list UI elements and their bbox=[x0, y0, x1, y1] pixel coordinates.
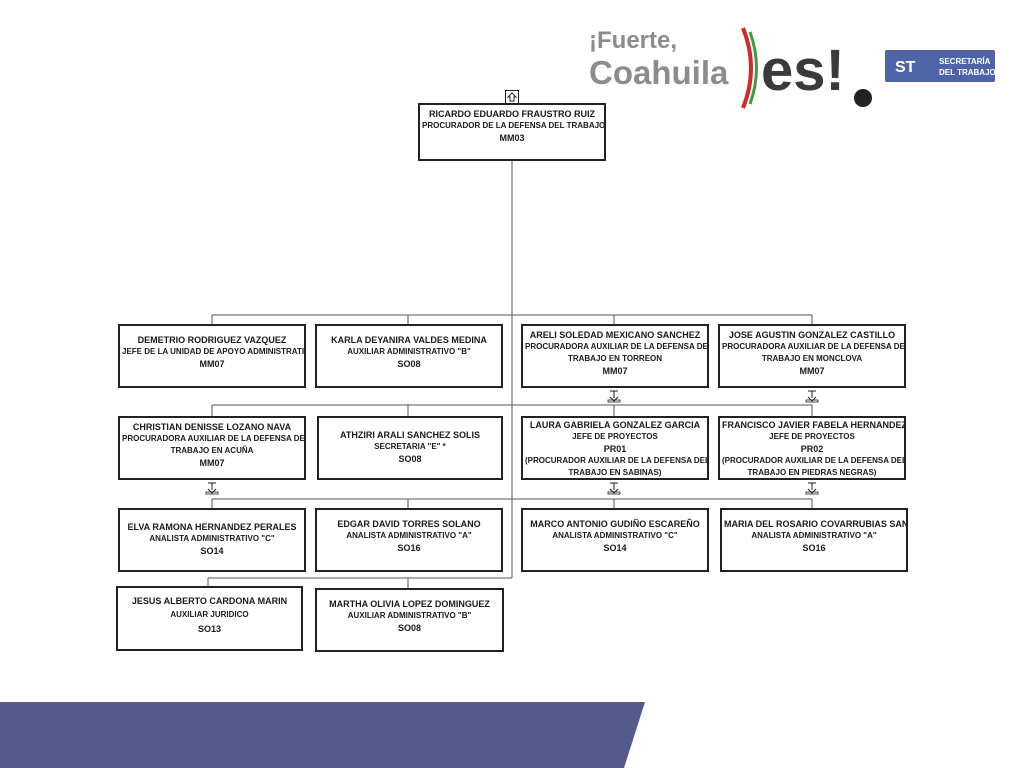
node-position: ANALISTA ADMINISTRATIVO "C" bbox=[552, 531, 678, 540]
logo-slogan-line1: ¡Fuerte, bbox=[589, 27, 677, 54]
org-node-row1-2[interactable]: KARLA DEYANIRA VALDES MEDINA AUXILIAR AD… bbox=[315, 324, 503, 388]
node-name: JOSE AGUSTIN GONZALEZ CASTILLO bbox=[728, 330, 896, 340]
node-code: MM07 bbox=[799, 366, 825, 376]
coahuila-logo: ¡Fuerte, Coahuila es! ST SECRETARÍA DEL … bbox=[589, 27, 996, 109]
node-position: ANALISTA ADMINISTRATIVO "A" bbox=[346, 531, 472, 540]
st-badge-line2: DEL TRABAJO bbox=[939, 68, 996, 77]
node-position: PROCURADORA AUXILIAR DE LA DEFENSA DEL bbox=[122, 434, 306, 443]
org-node-row3-3[interactable]: MARCO ANTONIO GUDIÑO ESCAREÑO ANALISTA A… bbox=[521, 508, 709, 572]
node-code: SO08 bbox=[397, 359, 421, 369]
node-position: AUXILIAR JURIDICO bbox=[170, 610, 249, 619]
org-node-row2-4[interactable]: FRANCISCO JAVIER FABELA HERNANDEZ JEFE D… bbox=[718, 416, 906, 480]
logo-slogan-line2: Coahuila bbox=[589, 54, 729, 91]
collapse-arrow-up-icon[interactable] bbox=[505, 90, 519, 104]
node-name: ATHZIRI ARALI SANCHEZ SOLIS bbox=[340, 430, 480, 440]
node-code: SO08 bbox=[397, 623, 421, 633]
node-name: EDGAR DAVID TORRES SOLANO bbox=[337, 519, 481, 529]
node-name: LAURA GABRIELA GONZALEZ GARCIA bbox=[529, 420, 701, 430]
node-note-cont: TRABAJO EN SABINAS) bbox=[568, 468, 662, 477]
org-node-row2-2[interactable]: ATHZIRI ARALI SANCHEZ SOLIS SECRETARIA "… bbox=[317, 416, 503, 480]
node-name: CHRISTIAN DENISSE LOZANO NAVA bbox=[132, 422, 292, 432]
node-code: MM03 bbox=[499, 133, 525, 143]
expand-arrow-down-icon[interactable] bbox=[205, 481, 219, 495]
node-code: SO08 bbox=[398, 454, 422, 464]
node-code: SO16 bbox=[802, 543, 826, 553]
node-name: DEMETRIO RODRIGUEZ VAZQUEZ bbox=[137, 335, 287, 345]
node-position: JEFE DE PROYECTOS bbox=[769, 432, 855, 441]
node-position: JEFE DE LA UNIDAD DE APOYO ADMINISTRATIV… bbox=[122, 347, 306, 356]
node-name: ARELI SOLEDAD MEXICANO SANCHEZ bbox=[529, 330, 701, 340]
node-code: MM07 bbox=[602, 366, 628, 376]
node-position: PROCURADOR DE LA DEFENSA DEL TRABAJO bbox=[422, 121, 606, 130]
node-code: PR02 bbox=[800, 444, 824, 454]
node-name: KARLA DEYANIRA VALDES MEDINA bbox=[331, 335, 487, 345]
node-code: SO14 bbox=[603, 543, 627, 553]
st-badge-line1: SECRETARÍA bbox=[939, 57, 991, 66]
node-note: (PROCURADOR AUXILIAR DE LA DEFENSA DEL bbox=[722, 456, 906, 465]
logo-red-swoosh bbox=[741, 27, 753, 109]
org-node-root[interactable]: RICARDO EDUARDO FRAUSTRO RUIZ PROCURADOR… bbox=[418, 103, 606, 161]
logo-ball-icon bbox=[854, 89, 872, 107]
org-node-row1-3[interactable]: ARELI SOLEDAD MEXICANO SANCHEZ PROCURADO… bbox=[521, 324, 709, 388]
node-position: PROCURADORA AUXILIAR DE LA DEFENSA DEL bbox=[525, 342, 709, 351]
org-node-row1-4[interactable]: JOSE AGUSTIN GONZALEZ CASTILLO PROCURADO… bbox=[718, 324, 906, 388]
org-node-row2-1[interactable]: CHRISTIAN DENISSE LOZANO NAVA PROCURADOR… bbox=[118, 416, 306, 480]
node-position: ANALISTA ADMINISTRATIVO "A" bbox=[751, 531, 877, 540]
node-position: AUXILIAR ADMINISTRATIVO "B" bbox=[347, 611, 472, 620]
st-badge-code: ST bbox=[895, 59, 916, 76]
org-node-row4-2[interactable]: MARTHA OLIVIA LOPEZ DOMINGUEZ AUXILIAR A… bbox=[315, 588, 504, 652]
footer-band bbox=[0, 702, 645, 768]
node-position-cont: TRABAJO EN ACUÑA bbox=[170, 446, 254, 455]
node-name: MARCO ANTONIO GUDIÑO ESCAREÑO bbox=[530, 519, 700, 529]
logo-green-swoosh bbox=[748, 31, 758, 105]
node-code: PR01 bbox=[603, 444, 627, 454]
expand-arrow-down-icon[interactable] bbox=[607, 481, 621, 495]
node-code: MM07 bbox=[199, 359, 225, 369]
node-code: SO13 bbox=[197, 624, 221, 634]
node-name: MARIA DEL ROSARIO COVARRUBIAS SANCHEZ bbox=[724, 519, 908, 529]
node-note: (PROCURADOR AUXILIAR DE LA DEFENSA DEL bbox=[525, 456, 709, 465]
node-position: JEFE DE PROYECTOS bbox=[572, 432, 658, 441]
org-node-row3-4[interactable]: MARIA DEL ROSARIO COVARRUBIAS SANCHEZ AN… bbox=[720, 508, 908, 572]
node-position: ANALISTA ADMINISTRATIVO "C" bbox=[149, 534, 275, 543]
node-position-cont: TRABAJO EN MONCLOVA bbox=[761, 354, 863, 363]
node-name: JESUS ALBERTO CARDONA MARIN bbox=[131, 596, 288, 606]
node-note-cont: TRABAJO EN PIEDRAS NEGRAS) bbox=[747, 468, 877, 477]
node-position: AUXILIAR ADMINISTRATIVO "B" bbox=[347, 347, 471, 356]
node-code: SO14 bbox=[200, 546, 224, 556]
node-position-cont: TRABAJO EN TORREON bbox=[567, 354, 663, 363]
st-badge bbox=[885, 50, 995, 82]
node-code: MM07 bbox=[199, 458, 225, 468]
logo-es-text: es! bbox=[761, 38, 845, 103]
node-position: SECRETARIA "E" * bbox=[374, 442, 446, 451]
expand-arrow-down-icon[interactable] bbox=[805, 481, 819, 495]
node-position: PROCURADORA AUXILIAR DE LA DEFENSA DEL bbox=[722, 342, 906, 351]
org-node-row4-1[interactable]: JESUS ALBERTO CARDONA MARIN AUXILIAR JUR… bbox=[116, 586, 303, 651]
org-node-row2-3[interactable]: LAURA GABRIELA GONZALEZ GARCIA JEFE DE P… bbox=[521, 416, 709, 480]
expand-arrow-down-icon[interactable] bbox=[805, 389, 819, 403]
node-name: RICARDO EDUARDO FRAUSTRO RUIZ bbox=[429, 109, 595, 119]
node-code: SO16 bbox=[397, 543, 421, 553]
node-name: MARTHA OLIVIA LOPEZ DOMINGUEZ bbox=[329, 599, 490, 609]
node-name: FRANCISCO JAVIER FABELA HERNANDEZ bbox=[722, 420, 906, 430]
org-node-row1-1[interactable]: DEMETRIO RODRIGUEZ VAZQUEZ JEFE DE LA UN… bbox=[118, 324, 306, 388]
expand-arrow-down-icon[interactable] bbox=[607, 389, 621, 403]
org-node-row3-1[interactable]: ELVA RAMONA HERNANDEZ PERALES ANALISTA A… bbox=[118, 508, 306, 572]
node-name: ELVA RAMONA HERNANDEZ PERALES bbox=[127, 522, 297, 532]
org-node-row3-2[interactable]: EDGAR DAVID TORRES SOLANO ANALISTA ADMIN… bbox=[315, 508, 503, 572]
